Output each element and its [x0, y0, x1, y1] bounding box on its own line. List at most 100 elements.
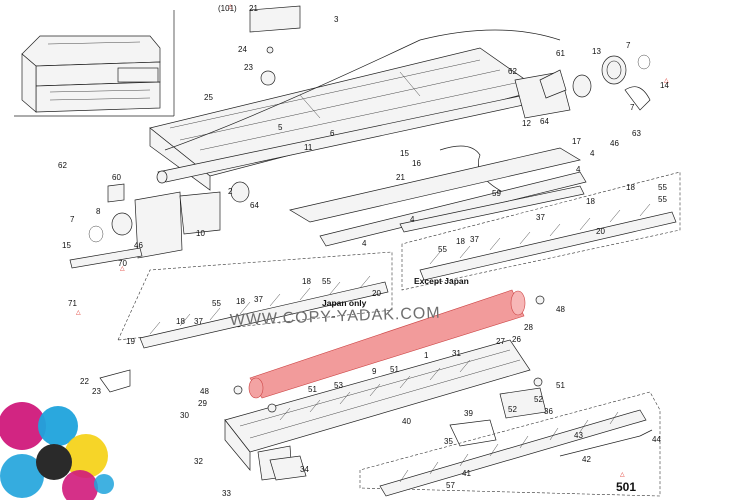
part-num: 39: [464, 409, 473, 418]
part-num: 11: [304, 143, 313, 152]
part-num: 18: [302, 277, 311, 286]
part-num: 2: [228, 187, 233, 196]
part-num: 53: [334, 381, 343, 390]
part-num: 18: [626, 183, 635, 192]
part-num: 52: [508, 405, 517, 414]
svg-text:△: △: [76, 310, 81, 316]
right-gear-assembly: [514, 54, 651, 119]
part-num: 55: [658, 195, 667, 204]
part-num: 41: [462, 469, 471, 478]
part-num: 30: [180, 411, 189, 420]
bottom-detail-box: [359, 391, 661, 497]
part-num: 62: [58, 161, 67, 170]
part-num: 48: [556, 305, 565, 314]
part-num: 37: [194, 317, 203, 326]
part-num: 43: [574, 431, 583, 440]
part-num: 64: [540, 117, 549, 126]
part-num: 16: [412, 159, 421, 168]
part-num: 25: [204, 93, 213, 102]
part-num: 15: [400, 149, 409, 158]
revision-marks: △ △ △ △ △: [76, 4, 669, 478]
part-num: 6: [330, 129, 335, 138]
part-num: 60: [112, 173, 121, 182]
part-num: 61: [556, 49, 565, 58]
part-num: 51: [556, 381, 565, 390]
pressure-roller-highlight: [248, 289, 526, 399]
part-num: 46: [134, 241, 143, 250]
copier-thumbnail: [14, 10, 175, 117]
part-num: 40: [402, 417, 411, 426]
part-num: 8: [96, 207, 101, 216]
part-num: 64: [250, 201, 259, 210]
part-num: 3: [334, 15, 339, 24]
part-num: 26: [512, 335, 521, 344]
part-num: 17: [572, 137, 581, 146]
part-num: 23: [244, 63, 253, 72]
part-num: 31: [452, 349, 461, 358]
part-num: 24: [238, 45, 247, 54]
except-japan-box: [401, 171, 681, 291]
part-num: 5: [278, 123, 283, 132]
part-num: 18: [176, 317, 185, 326]
part-num: 12: [522, 119, 531, 128]
part-num: 7: [70, 215, 75, 224]
part-num: 10: [196, 229, 205, 238]
harness-upper: [164, 29, 561, 151]
part-num: 1: [424, 351, 429, 360]
part-num: 46: [610, 139, 619, 148]
part-num: 55: [212, 299, 221, 308]
svg-text:△: △: [228, 4, 233, 10]
part-num: 55: [322, 277, 331, 286]
part-num: 57: [446, 481, 455, 490]
svg-text:△: △: [120, 266, 125, 272]
part-num: 23: [92, 387, 101, 396]
part-num: 62: [508, 67, 517, 76]
part-num: 55: [658, 183, 667, 192]
part-num: (101): [218, 4, 237, 13]
svg-text:△: △: [620, 472, 625, 478]
part-num: 27: [496, 337, 505, 346]
part-num: 37: [254, 295, 263, 304]
lower-fuser-frame: [224, 339, 531, 481]
part-num: 9: [372, 367, 377, 376]
japan-only-box: [117, 251, 393, 349]
part-num: 14: [660, 81, 669, 90]
part-num: 29: [198, 399, 207, 408]
part-num: 59: [492, 189, 501, 198]
part-num: 21: [249, 4, 258, 13]
left-side-plate: [69, 181, 250, 269]
part-num: 34: [300, 465, 309, 474]
part-num: 22: [80, 377, 89, 386]
part-num: 36: [544, 407, 553, 416]
part-num: 37: [470, 235, 479, 244]
part-num: 28: [524, 323, 533, 332]
part-num: 51: [308, 385, 317, 394]
misc-small-parts: [99, 295, 653, 481]
part-num: 55: [438, 245, 447, 254]
part-num: 35: [444, 437, 453, 446]
part-num: 32: [194, 457, 203, 466]
part-num: 7: [630, 103, 635, 112]
part-num: 71: [68, 299, 77, 308]
paper-guide-upper: [289, 147, 587, 247]
part-num: 44: [652, 435, 661, 444]
part-num: 4: [590, 149, 595, 158]
part-num: 15: [62, 241, 71, 250]
part-num: 18: [586, 197, 595, 206]
part-num: 63: [632, 129, 641, 138]
harness-middle: [439, 145, 521, 201]
part-num: 52: [534, 395, 543, 404]
part-num: 7: [626, 41, 631, 50]
part-numbers: (101) 21 3 24 23 61 13 7 62 14 7 63 25 5…: [58, 4, 669, 498]
svg-text:△: △: [664, 78, 669, 84]
part-num: 18: [456, 237, 465, 246]
part-num: 51: [390, 365, 399, 374]
part-num: 42: [582, 455, 591, 464]
part-num: 33: [222, 489, 231, 498]
page-number: 501: [616, 480, 636, 494]
part-num: 4: [410, 215, 415, 224]
part-num: 48: [200, 387, 209, 396]
except-japan-label: Except Japan: [414, 276, 469, 286]
